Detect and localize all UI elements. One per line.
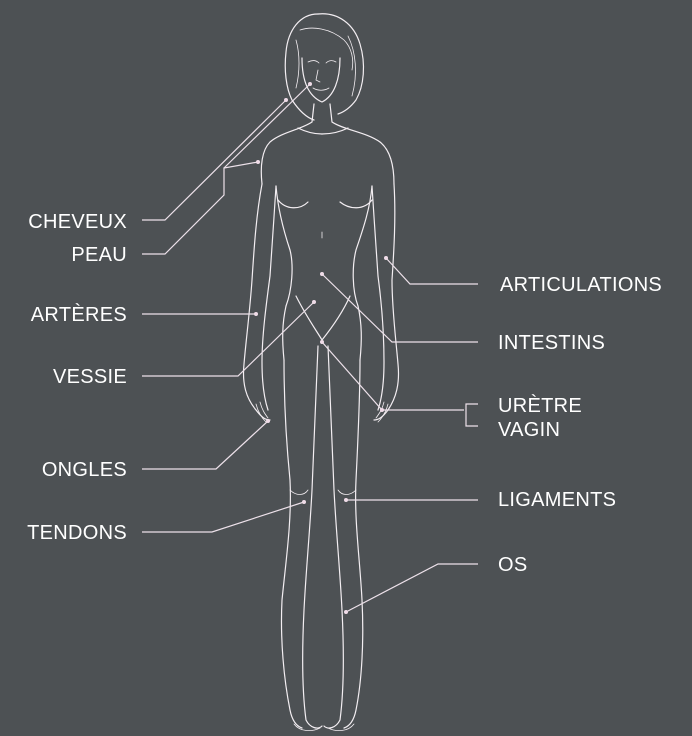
- anchor-dots: [254, 82, 388, 614]
- dot-uretre-hand: [380, 408, 384, 412]
- label-cheveux: CHEVEUX: [28, 212, 127, 232]
- label-arteres: ARTÈRES: [31, 305, 127, 325]
- label-tendons: TENDONS: [27, 523, 127, 543]
- label-os: OS: [498, 555, 528, 575]
- label-vessie: VESSIE: [53, 367, 127, 387]
- leader-bracket: [466, 404, 478, 426]
- dot-os: [344, 610, 348, 614]
- label-ongles: ONGLES: [42, 460, 127, 480]
- label-articulations: ARTICULATIONS: [500, 275, 662, 295]
- right-arm-outline: [372, 184, 399, 422]
- leader-cheveux: [142, 100, 286, 220]
- label-vagin: VAGIN: [498, 420, 560, 440]
- leader-os: [346, 564, 478, 612]
- leader-articulations: [386, 258, 478, 284]
- leader-tendons: [142, 502, 304, 532]
- leader-lines: [142, 84, 478, 612]
- dot-cheveux: [284, 98, 288, 102]
- dot-vessie: [312, 300, 316, 304]
- dot-peau-face: [308, 82, 312, 86]
- hair-outline: [285, 14, 363, 120]
- dot-uretre: [320, 340, 324, 344]
- dot-arteres: [254, 312, 258, 316]
- label-uretre: URÈTRE: [498, 396, 582, 416]
- left-arm-outline: [244, 184, 277, 422]
- label-ligaments: LIGAMENTS: [498, 490, 616, 510]
- dot-peau: [256, 160, 260, 164]
- leader-peau-face: [224, 84, 310, 168]
- dot-articulations: [384, 256, 388, 260]
- dot-ongles: [266, 419, 270, 423]
- leader-peau: [142, 162, 258, 254]
- label-peau: PEAU: [71, 245, 127, 265]
- leader-vessie: [142, 302, 314, 376]
- torso-outline: [261, 104, 394, 360]
- label-intestins: INTESTINS: [498, 333, 605, 353]
- dot-tendons: [302, 500, 306, 504]
- face-outline: [302, 58, 340, 102]
- dot-ligaments: [344, 498, 348, 502]
- dot-intestins: [320, 272, 324, 276]
- legs-outline: [281, 346, 362, 731]
- leader-ongles: [142, 421, 268, 469]
